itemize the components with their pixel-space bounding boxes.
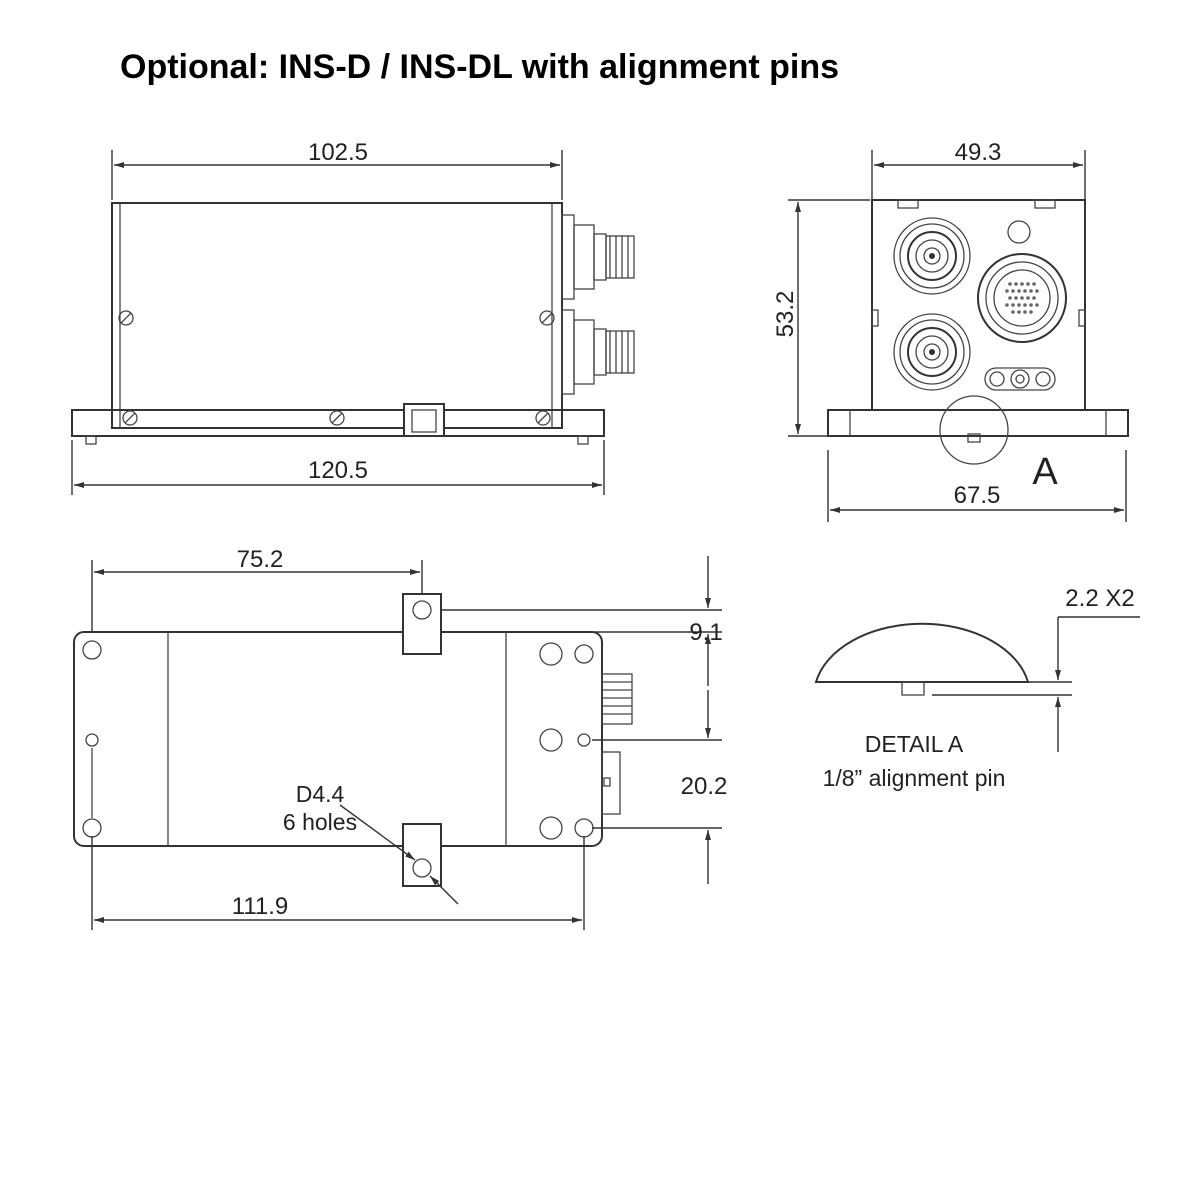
drawing-title: Optional: INS-D / INS-DL with alignment … bbox=[120, 48, 839, 86]
access-hole bbox=[539, 816, 563, 840]
alignment-pin-tab-inner bbox=[411, 409, 437, 433]
bottom-plate bbox=[73, 631, 603, 847]
detail-caption: 1/8” alignment pin bbox=[823, 765, 1006, 791]
detail-a-view: 2.2 X2 DETAIL A 1/8” alignment pin bbox=[814, 585, 1140, 791]
alignment-pin bbox=[412, 858, 432, 878]
screw bbox=[122, 410, 138, 426]
alignment-pin-stub bbox=[967, 433, 981, 443]
dim-pin-tab: 9.1 bbox=[689, 619, 722, 646]
dim-width: 49.3 bbox=[955, 139, 1002, 166]
alignment-pin-tab bbox=[403, 403, 445, 437]
coax-connector-upper bbox=[893, 217, 971, 295]
hole-note-diameter: D4.4 bbox=[296, 781, 345, 807]
alignment-pin-stem bbox=[901, 681, 925, 696]
dim-hole-spacing: 20.2 bbox=[681, 773, 728, 800]
dim-pin-height: 2.2 X2 bbox=[1065, 585, 1134, 612]
bottom-connector bbox=[601, 673, 633, 725]
screw bbox=[329, 410, 345, 426]
alignment-pin-dome bbox=[814, 622, 1030, 683]
end-face-slot bbox=[871, 309, 879, 327]
dim-pin-offset: 75.2 bbox=[237, 546, 284, 573]
screw bbox=[539, 310, 555, 326]
ground-stud bbox=[984, 367, 1056, 391]
end-view: 49.3 53.2 bbox=[772, 139, 1129, 522]
detail-a-callout-circle bbox=[939, 395, 1009, 465]
dim-base-length: 120.5 bbox=[308, 457, 368, 484]
mounting-hole bbox=[82, 818, 102, 838]
multipin-connector bbox=[977, 253, 1067, 343]
end-face-slot bbox=[1078, 309, 1086, 327]
base-foot bbox=[577, 435, 589, 445]
end-base-plate bbox=[827, 409, 1129, 437]
screw bbox=[535, 410, 551, 426]
hole-note-leader bbox=[429, 875, 459, 905]
dim-base-width: 67.5 bbox=[954, 482, 1001, 509]
alignment-pin bbox=[412, 600, 432, 620]
dim-top-length: 102.5 bbox=[308, 139, 368, 166]
ground-stud-side bbox=[601, 751, 621, 815]
access-hole bbox=[539, 642, 563, 666]
housing-body bbox=[111, 202, 563, 429]
mounting-hole bbox=[85, 733, 99, 747]
mounting-hole bbox=[574, 818, 594, 838]
mounting-hole bbox=[574, 644, 594, 664]
end-face-notch bbox=[897, 199, 919, 209]
connector-upper bbox=[561, 214, 635, 300]
mounting-hole bbox=[577, 733, 591, 747]
base-foot bbox=[85, 435, 97, 445]
side-view: 102.5 bbox=[71, 139, 635, 495]
bottom-view: 75.2 9 bbox=[73, 546, 728, 930]
dim-height: 53.2 bbox=[772, 291, 799, 338]
indicator-hole bbox=[1007, 220, 1031, 244]
hole-note-count: 6 holes bbox=[283, 809, 357, 835]
hole-note-leader bbox=[339, 804, 416, 861]
dim-overall-length: 111.9 bbox=[232, 893, 289, 920]
connector-lower bbox=[561, 309, 635, 395]
access-hole bbox=[539, 728, 563, 752]
alignment-pin-tab-top bbox=[402, 593, 442, 655]
detail-label: DETAIL A bbox=[865, 731, 964, 757]
base-plate bbox=[71, 409, 605, 437]
end-face-notch bbox=[1034, 199, 1056, 209]
coax-connector-lower bbox=[893, 313, 971, 391]
detail-marker: A bbox=[1032, 451, 1058, 493]
screw bbox=[118, 310, 134, 326]
mounting-hole bbox=[82, 640, 102, 660]
